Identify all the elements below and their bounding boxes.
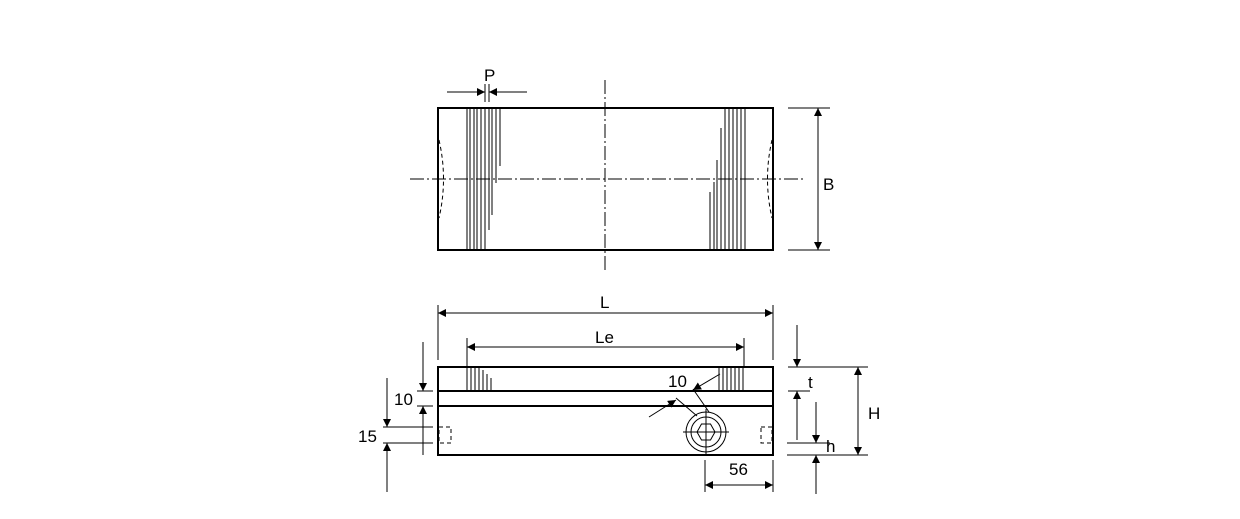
slot-depth-dimension: 10 [394,342,433,455]
right-hidden-arc [767,139,773,219]
thickness-label: t [808,373,813,392]
width-dimension: B [788,107,834,251]
front-pole-lines [466,367,744,391]
pitch-dimension: P [447,66,527,102]
hole-offset-label: 15 [358,427,377,446]
bolt-edge-label: 56 [729,460,748,479]
bolt-edge-dimension: 56 [704,460,774,492]
base-height-dimension: h [787,402,835,494]
length-dimension: L [437,293,774,360]
right-pole-lines [709,108,746,250]
base-height-label: h [826,437,835,456]
bolt-dimension: 10 [648,372,721,418]
left-hidden-arc [438,139,444,219]
right-hidden-hole [760,426,773,444]
effective-length-label: Le [595,328,614,347]
pitch-label: P [484,66,495,85]
slot-depth-label: 10 [394,390,413,409]
bolt-dimension-label: 10 [668,372,687,391]
left-hidden-hole [438,426,452,444]
front-view: L Le 10 15 10 [358,293,880,494]
effective-length-dimension: Le [466,328,745,367]
bolt [683,409,729,455]
front-view-outline [437,366,774,456]
height-label: H [868,404,880,423]
left-pole-lines [466,108,501,250]
top-view: P B [410,66,834,270]
width-label: B [823,175,834,194]
height-dimension: H [787,367,880,456]
length-label: L [600,293,609,312]
thickness-dimension: t [788,325,868,440]
hole-offset-dimension: 15 [358,378,433,492]
